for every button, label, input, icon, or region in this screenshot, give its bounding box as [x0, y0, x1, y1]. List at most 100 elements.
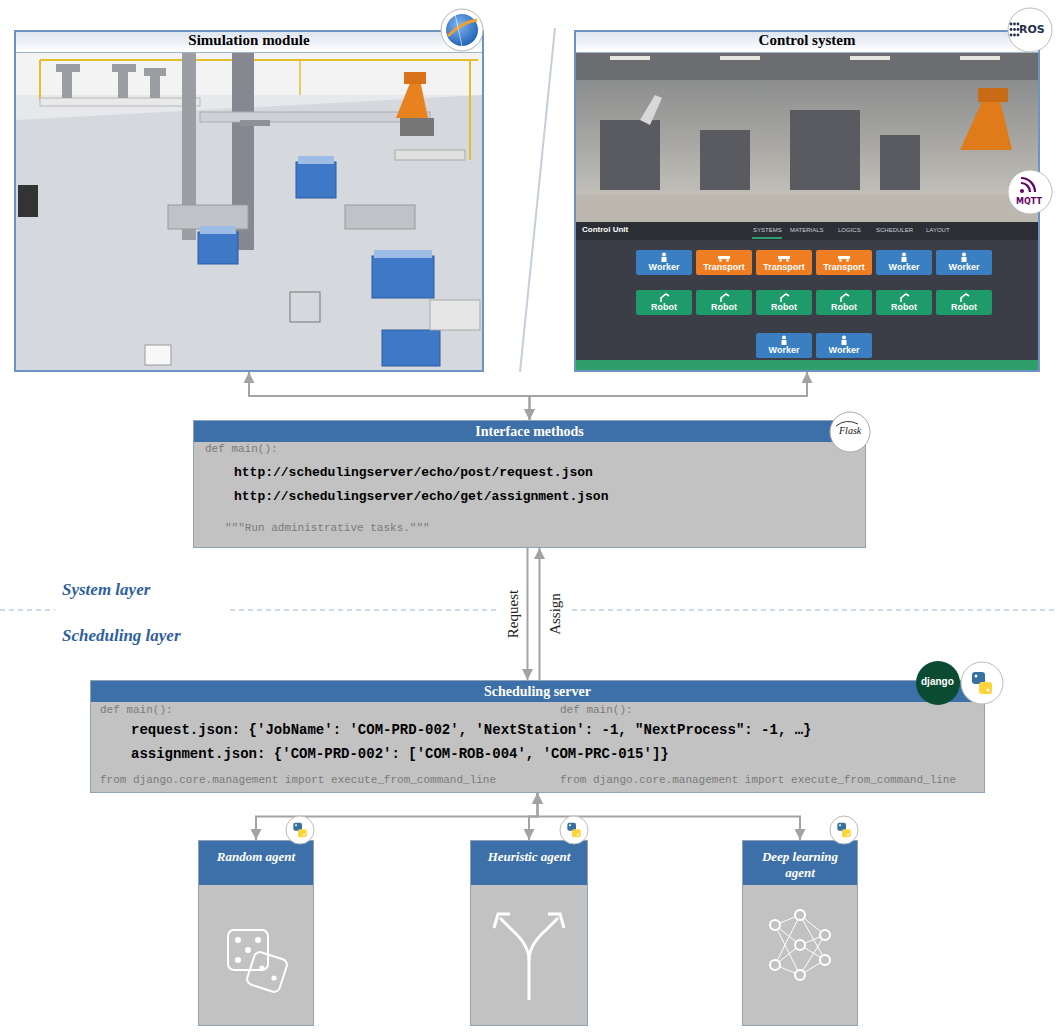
- mqtt-icon: [1008, 170, 1052, 214]
- globe-icon: [446, 14, 478, 46]
- simulation-scene: [469, 60, 471, 160]
- connector-line: [527, 548, 529, 680]
- unit-button: Robot: [876, 290, 932, 315]
- mqtt-icon: [1021, 183, 1030, 192]
- network-pictogram: [770, 910, 830, 980]
- connector-line: [249, 372, 530, 420]
- simulation-scene: [16, 50, 482, 370]
- connector-line: [530, 372, 808, 420]
- dice-pictogram: [228, 930, 288, 993]
- connector-line: [256, 793, 538, 840]
- globe-icon: [441, 9, 483, 51]
- unit-icon: [657, 252, 671, 262]
- logo-text: django: [921, 676, 954, 687]
- flask-icon: [830, 412, 870, 452]
- unit-icon: [897, 252, 911, 262]
- unit-button: Robot: [636, 290, 692, 315]
- branch-pictogram: [548, 914, 564, 928]
- python-icon: [842, 829, 851, 837]
- python-icons: [286, 662, 1003, 844]
- edge-label: Request: [504, 588, 522, 640]
- ros-icon: [1010, 34, 1013, 37]
- simulation-scene: [118, 70, 128, 98]
- unit-icon: [717, 252, 731, 262]
- python-icon: [979, 682, 992, 694]
- python-icon: [839, 824, 841, 826]
- python-icon: [961, 662, 1003, 704]
- unit-icon: [842, 340, 847, 345]
- unit-icon: [662, 257, 667, 262]
- connector-line: [529, 793, 538, 840]
- ros-icon: [1008, 8, 1052, 52]
- network-pictogram: [820, 930, 830, 940]
- faded-code: from django.core.management import execu…: [100, 774, 496, 786]
- network-pictogram: [770, 960, 780, 970]
- unit-icon: [726, 259, 729, 262]
- control-photo: [576, 195, 1038, 222]
- unit-button: Robot: [936, 290, 992, 315]
- unit-icon: [717, 292, 731, 302]
- dice-pictogram: [271, 975, 276, 980]
- unit-button: Robot: [816, 290, 872, 315]
- simulation-scene: [144, 68, 166, 76]
- ros-icon: [1010, 28, 1013, 31]
- button-label: Worker: [949, 262, 980, 273]
- python-icon: [298, 829, 307, 837]
- unit-icon: [777, 292, 791, 302]
- python-icon: [847, 834, 849, 836]
- simulation-scene: [240, 120, 270, 126]
- module-panel: Control systemWorkerTransportTransportTr…: [574, 30, 1040, 372]
- divider-line: [520, 28, 555, 372]
- simulation-scene: [56, 64, 166, 98]
- django-icon: [916, 661, 960, 705]
- ros-icon: [1017, 23, 1020, 26]
- unit-button: Robot: [756, 290, 812, 315]
- unit-button: Worker: [876, 250, 932, 275]
- unit-icon: [779, 259, 782, 262]
- unit-icon: [786, 259, 789, 262]
- unit-icon: [846, 259, 849, 262]
- mqtt-icon: [1020, 189, 1024, 193]
- network-pictogram: [820, 955, 830, 965]
- control-photo: [960, 56, 1000, 60]
- unit-icon: [842, 336, 846, 340]
- python-icon: [577, 834, 579, 836]
- unit-icon: [777, 252, 791, 262]
- control-photo: [880, 135, 920, 190]
- button-label: Robot: [951, 302, 977, 313]
- simulation-scene: [168, 205, 248, 229]
- unit-icon: [662, 253, 666, 257]
- simulation-scene: [18, 185, 38, 217]
- simulation-scene: [430, 300, 480, 330]
- control-photo: [576, 222, 1038, 360]
- agent-title: Deep learning agent: [743, 841, 857, 885]
- unit-button: Transport: [696, 250, 752, 275]
- simulation-scene: [200, 112, 430, 122]
- button-label: Transport: [703, 262, 745, 273]
- control-photo: [610, 56, 650, 60]
- simulation-scene: [345, 205, 415, 229]
- unit-icon: [778, 256, 790, 259]
- unit-icon: [661, 294, 669, 302]
- dice-pictogram: [246, 951, 289, 994]
- network-pictogram: [795, 970, 805, 980]
- button-label: Robot: [711, 302, 737, 313]
- dice-pictogram: [235, 937, 277, 981]
- control-photo: [576, 50, 1038, 222]
- unit-icon: [957, 292, 971, 302]
- python-icon: [293, 823, 302, 831]
- simulation-scene: [200, 226, 236, 234]
- agent-box: Deep learning agent: [742, 840, 858, 1026]
- faded-code: from django.core.management import execu…: [560, 774, 956, 786]
- faded-code: def main():: [100, 704, 173, 716]
- python-icon: [567, 823, 576, 831]
- dice-pictogram: [235, 937, 241, 943]
- agent-box: Heuristic agent: [470, 840, 588, 1026]
- simulation-scene: [299, 60, 301, 95]
- network-pictogram: [795, 910, 805, 920]
- python-icon: [830, 816, 858, 844]
- button-label: Worker: [889, 262, 920, 273]
- dice-pictogram: [255, 937, 261, 943]
- simulation-scene: [145, 345, 171, 365]
